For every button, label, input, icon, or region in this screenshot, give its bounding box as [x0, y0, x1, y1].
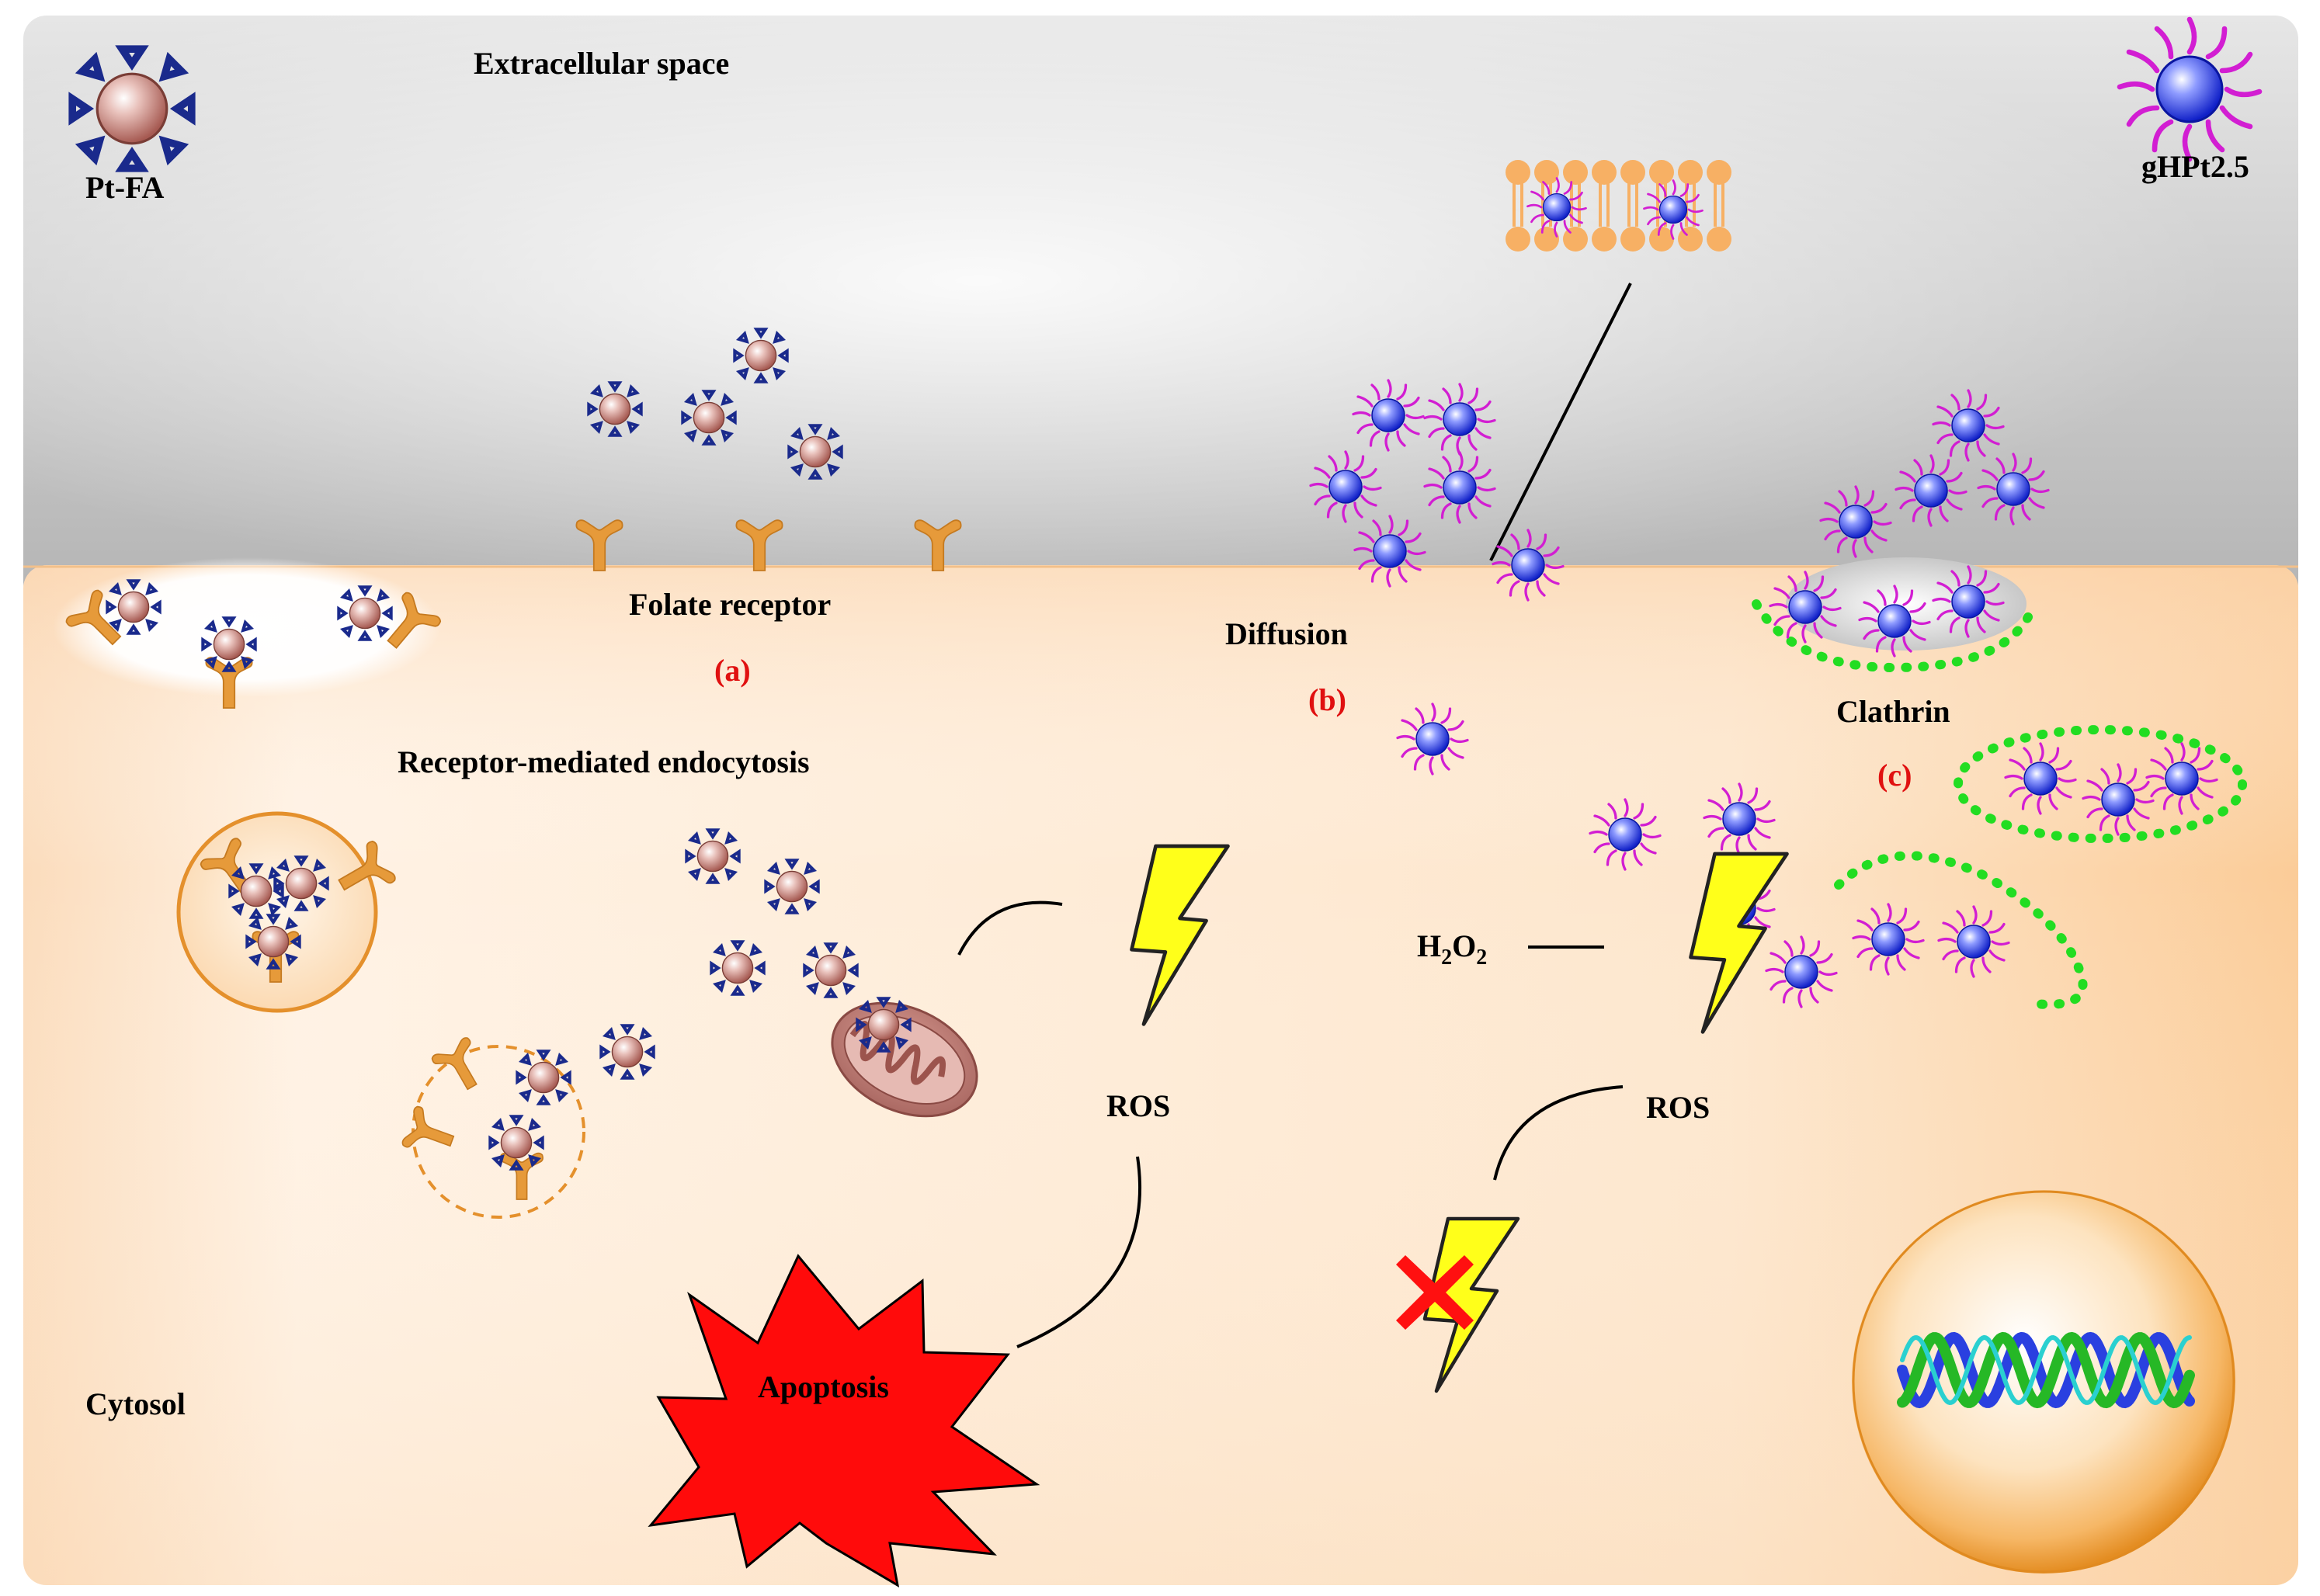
lipid-bilayer-icon [1506, 160, 1731, 252]
dna-strand [1900, 1334, 2192, 1406]
label-h2o2: H2O2 [1417, 928, 1487, 970]
label-folate-receptor: Folate receptor [629, 587, 831, 622]
pt-fa-particle-icon [72, 49, 192, 168]
lipid-head [1592, 160, 1617, 185]
lipid-head [1649, 227, 1674, 252]
lipid-head [1620, 227, 1645, 252]
label-a: (a) [714, 653, 751, 688]
pt-fa-particle-icon [589, 383, 641, 435]
clathrin-vesicle [1954, 725, 2247, 843]
lipid-head [1649, 160, 1674, 185]
lipid-tail [1627, 200, 1638, 227]
lipid-head [1506, 227, 1530, 252]
pt-fa-particle-icon [339, 587, 391, 639]
lipid-head [1563, 160, 1588, 185]
label-ghpt: gHPt2.5 [2141, 149, 2249, 184]
pt-fa-particle-icon [682, 391, 735, 443]
dna-strand [1897, 1331, 2195, 1409]
clathrin-uncoated [1834, 851, 2088, 1009]
label-ros-left: ROS [1106, 1088, 1170, 1123]
lipid-head [1678, 160, 1703, 185]
lipid-head [1506, 160, 1530, 185]
label-diffusion: Diffusion [1225, 616, 1348, 651]
lipid-head [1534, 160, 1559, 185]
pt-fa-particle-icon [107, 581, 159, 633]
label-extracellular-space: Extracellular space [474, 46, 729, 81]
label-ros-right: ROS [1646, 1090, 1710, 1125]
lipid-tail [1714, 200, 1724, 227]
label-receptor-mediated-endocytosis: Receptor-mediated endocytosis [398, 744, 810, 779]
lipid-head [1707, 227, 1731, 252]
lipid-head [1534, 227, 1559, 252]
label-cytosol: Cytosol [85, 1386, 186, 1421]
pt-fa-particle-icon [789, 425, 841, 477]
cross-icon [1396, 1255, 1474, 1330]
label-c: (c) [1877, 758, 1912, 793]
lipid-head [1620, 160, 1645, 185]
lipid-head [1592, 227, 1617, 252]
lipid-tail [1513, 200, 1523, 227]
pt-fa-particle-icon [735, 329, 787, 381]
label-pt-fa: Pt-FA [85, 170, 165, 205]
lipid-head [1707, 160, 1731, 185]
label-clathrin: Clathrin [1836, 694, 1950, 729]
label-apoptosis: Apoptosis [758, 1369, 889, 1404]
lipid-head [1563, 227, 1588, 252]
pt-fa-particle-icon [203, 618, 255, 670]
dna-helix-icon [1897, 1331, 2195, 1409]
lipid-head [1678, 227, 1703, 252]
lipid-tail [1599, 200, 1610, 227]
clathrin-coat [1752, 599, 2039, 673]
apoptosis-burst-icon [648, 1254, 1040, 1587]
label-b: (b) [1308, 682, 1346, 717]
